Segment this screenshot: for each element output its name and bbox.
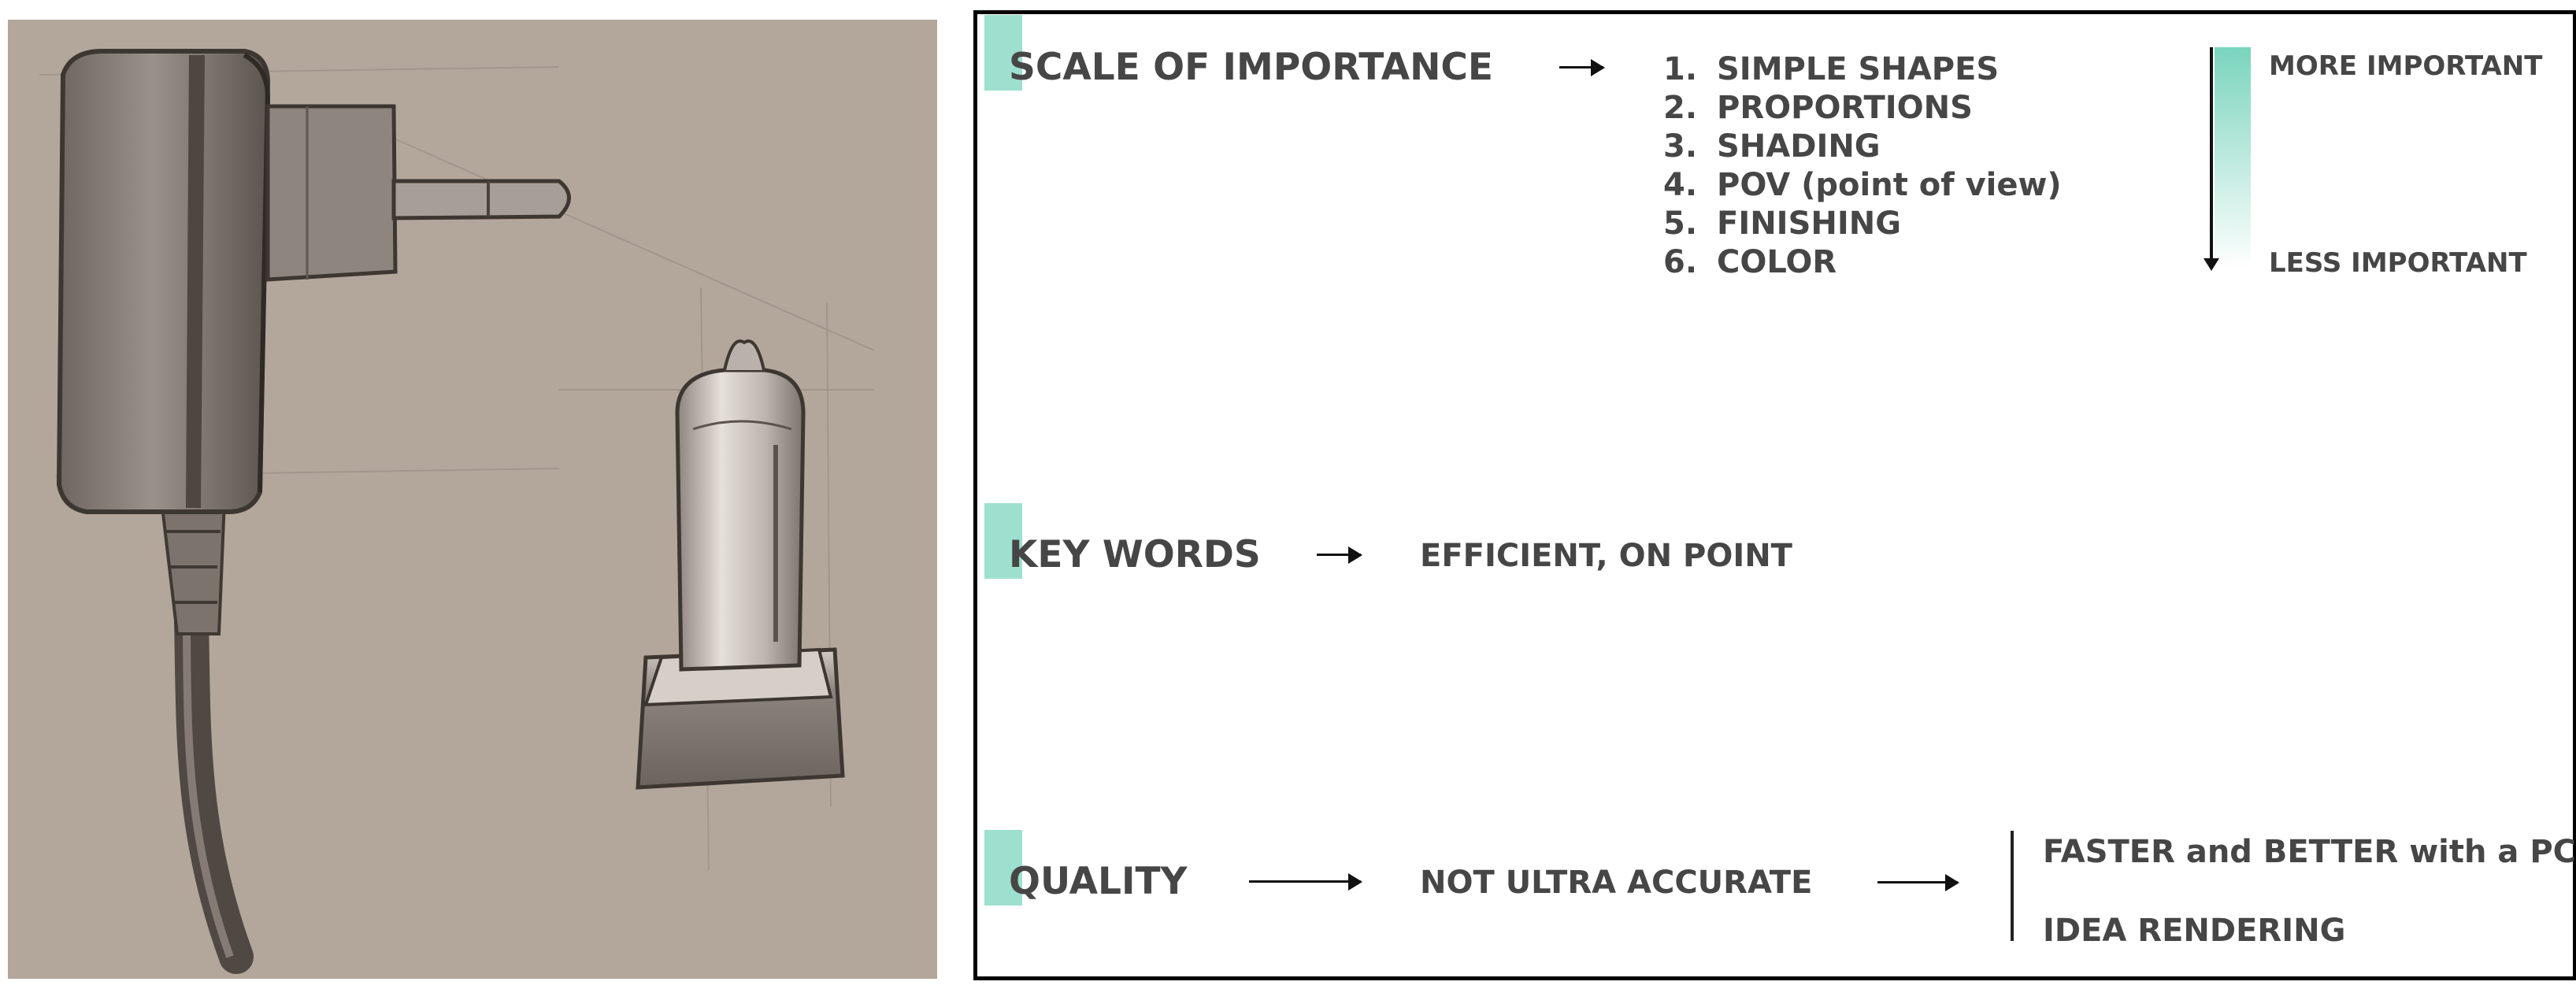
- quality-result-faster: FASTER and BETTER with a PC: [2043, 834, 2576, 870]
- quality-divider: [2011, 831, 2014, 941]
- importance-item: 3.SHADING: [1663, 128, 1881, 165]
- plug-and-bulb-sketch: [39, 49, 875, 974]
- importance-item: 1.SIMPLE SHAPES: [1663, 51, 2000, 87]
- quality-arrow-2: [1877, 874, 1959, 891]
- more-important-label: MORE IMPORTANT: [2269, 50, 2543, 82]
- notes-panel: [973, 10, 2576, 980]
- keywords-value: EFFICIENT, ON POINT: [1420, 538, 1792, 574]
- importance-list: 1.SIMPLE SHAPES 2.PROPORTIONS 3.SHADING …: [1663, 50, 2062, 282]
- sketch-illustration: [8, 20, 937, 979]
- quality-accent-block: [984, 830, 1022, 906]
- less-important-label: LESS IMPORTANT: [2269, 247, 2527, 279]
- importance-item: 4.POV (point of view): [1663, 167, 2062, 203]
- importance-item: 2.PROPORTIONS: [1663, 90, 1973, 126]
- importance-gradient-bar: [2215, 47, 2251, 269]
- quality-heading: QUALITY: [1009, 860, 1188, 903]
- scale-arrow: [1559, 59, 1605, 76]
- keywords-accent-block: [984, 503, 1022, 579]
- quality-arrow-1: [1249, 873, 1362, 891]
- importance-item: 5.FINISHING: [1663, 206, 1902, 242]
- importance-item: 6.COLOR: [1663, 244, 1837, 280]
- keywords-heading: KEY WORDS: [1009, 533, 1261, 576]
- scale-accent-block: [984, 15, 1022, 91]
- quality-value: NOT ULTRA ACCURATE: [1420, 865, 1813, 901]
- scale-heading: SCALE OF IMPORTANCE: [1009, 46, 1494, 89]
- keywords-arrow: [1317, 546, 1362, 564]
- quality-result-idea-rendering: IDEA RENDERING: [2043, 913, 2346, 949]
- importance-down-arrow: [2203, 47, 2219, 271]
